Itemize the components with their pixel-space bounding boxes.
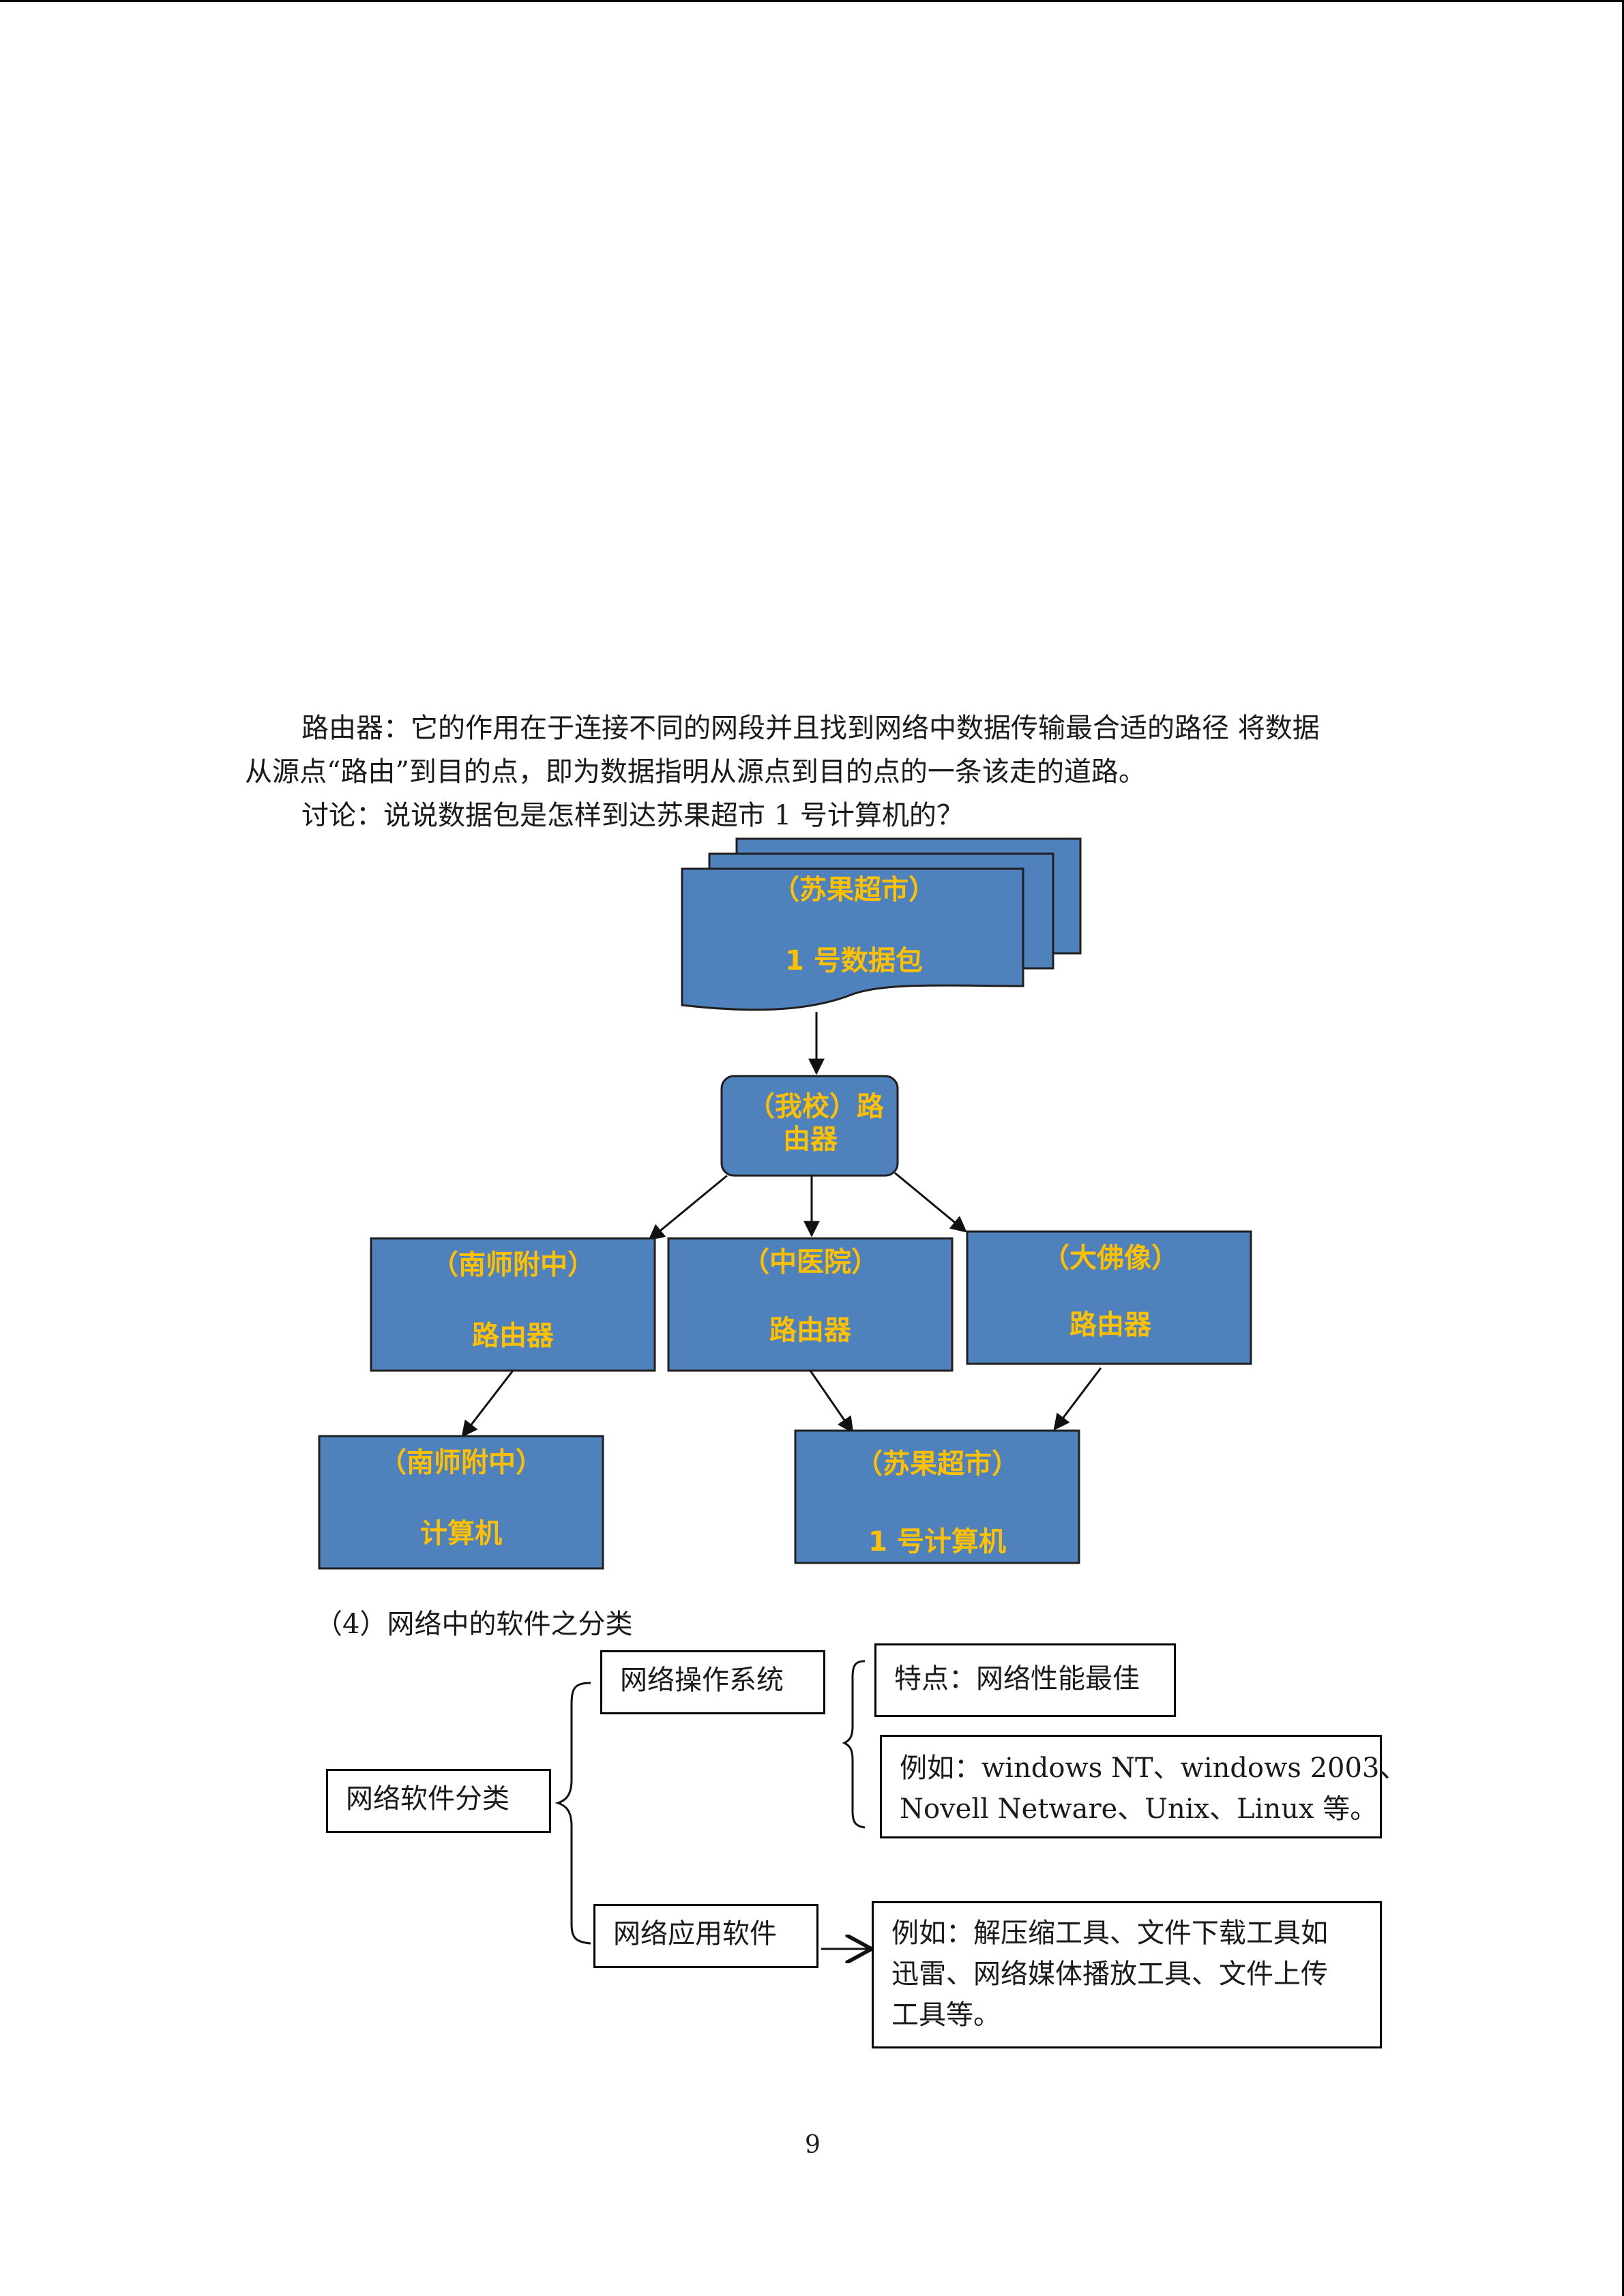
app-examples-line2: 迅雷、网络媒体播放工具、文件上传 [891,1958,1328,1990]
school-router-label-line2: 由器 [783,1124,838,1155]
arrow-school-to-nanshi-router [648,1174,728,1241]
app-examples-line3: 工具等。 [891,1999,1001,2031]
arrow-nanshi-router-to-computer [461,1370,514,1437]
router-buddha-node: （大佛像） 路由器 [966,1230,1252,1365]
router-hospital-line1: （中医院） [742,1247,879,1278]
os-examples-line2: Novell Netware、Unix、Linux 等。 [900,1793,1378,1825]
computer-nanshi-line1: （南师附中） [379,1447,543,1478]
computer-nanshi-line2: 计算机 [420,1518,502,1549]
routing-flowchart: （苏果超市） 1 号数据包 （我校）路 由器 （南师附中） 路由器 （中医院） … [318,837,1252,1570]
router-definition-line1: 路由器：它的作用在于连接不同的网段并且找到网络中数据传输最合适的路径 将数据 [301,713,1320,744]
router-buddha-box [966,1230,1252,1365]
router-nanshi-node: （南师附中） 路由器 [370,1237,656,1372]
app-examples-box: 例如：解压缩工具、文件下载工具如 迅雷、网络媒体播放工具、文件上传 工具等。 [872,1901,1382,2048]
packet-stack: （苏果超市） 1 号数据包 [681,837,1082,1011]
software-root-box: 网络软件分类 [326,1769,551,1833]
computer-suguo-box [794,1429,1080,1564]
arrow-hospital-router-to-suguo-computer [809,1370,854,1433]
classification-brace [555,1682,591,1945]
computer-suguo-line2: 1 号计算机 [868,1526,1006,1557]
software-classification-tree-lines [555,1660,1624,2114]
section4-heading: （4）网络中的软件之分类 [315,1609,633,1640]
os-examples-box: 例如：windows NT、windows 2003、 Novell Netwa… [880,1735,1407,1838]
router-nanshi-line2: 路由器 [472,1320,555,1352]
packet-front-sheet [681,867,1024,1011]
arrow-school-to-buddha-router [894,1172,967,1233]
router-hospital-box [667,1237,954,1372]
network-os-box: 网络操作系统 [600,1650,825,1714]
os-feature-box: 特点：网络性能最佳 [874,1643,1176,1717]
computer-nanshi-box [318,1435,604,1570]
page-right-border [1622,0,1624,2296]
router-hospital-line2: 路由器 [769,1315,852,1346]
router-buddha-line2: 路由器 [1069,1309,1152,1341]
app-examples-line1: 例如：解压缩工具、文件下载工具如 [891,1918,1328,1949]
router-hospital-node: （中医院） 路由器 [667,1237,954,1372]
router-nanshi-box [370,1237,656,1372]
page-number: 9 [805,2131,821,2159]
packet-label-line1: （苏果超市） [772,874,936,906]
page-top-border [0,0,1624,2]
os-brace [842,1660,866,1829]
router-nanshi-line1: （南师附中） [431,1249,595,1281]
packet-label-line2: 1 号数据包 [785,945,923,976]
school-router-label-line1: （我校）路 [748,1091,885,1122]
router-definition-line2: 从源点“路由”到目的点，即为数据指明从源点到目的点的一条该走的道路。 [245,756,1146,788]
computer-nanshi-node: （南师附中） 计算机 [318,1435,604,1570]
os-examples-line1: 例如：windows NT、windows 2003、 [900,1753,1407,1784]
school-router-node: （我校）路 由器 [720,1075,899,1177]
router-buddha-line1: （大佛像） [1042,1242,1179,1274]
network-app-software-box: 网络应用软件 [593,1904,818,1968]
computer-suguo-node: （苏果超市） 1 号计算机 [794,1429,1080,1564]
discussion-question: 讨论：说说数据包是怎样到达苏果超市 1 号计算机的？ [301,800,964,831]
school-router-box [720,1075,899,1177]
arrow-buddha-router-to-suguo-computer [1053,1367,1102,1431]
computer-suguo-line1: （苏果超市） [855,1448,1019,1480]
